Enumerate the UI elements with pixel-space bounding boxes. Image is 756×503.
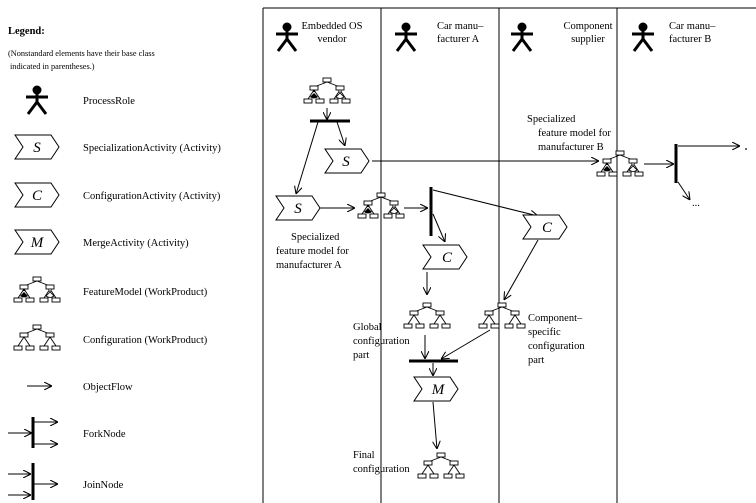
lane-title-line2: vendor [317, 34, 347, 45]
process-role-icon [274, 21, 300, 53]
flow-edges [296, 108, 740, 449]
legend-letter-c: C [32, 188, 43, 204]
join-node-icon [8, 463, 58, 500]
svg-text:Final: Final [353, 450, 375, 461]
svg-text:Specialized: Specialized [291, 232, 340, 243]
lane-title-line1: Car manu– [669, 21, 716, 32]
continuation-dot [745, 148, 747, 150]
activity-letter: S [342, 154, 350, 170]
lane-header-embedded-os-vendor: Embedded OS vendor [274, 21, 363, 53]
fork-node-icon [8, 417, 58, 448]
configuration-activity-manufacturer-a: C [422, 244, 468, 270]
activity-letter: C [542, 220, 553, 236]
lane-title-line1: Component [564, 21, 613, 32]
configuration-component [478, 302, 526, 329]
svg-text:configuration: configuration [353, 464, 410, 475]
svg-text:configuration: configuration [353, 336, 410, 347]
swimlanes [262, 7, 756, 503]
label-specialized-manufacturer-b: Specialized feature model for manufactur… [527, 114, 611, 153]
legend-note-line2: indicated in parentheses.) [10, 62, 95, 71]
process-role-icon [393, 21, 419, 53]
lane-title-line2: supplier [571, 34, 605, 45]
activity-letter: M [431, 382, 446, 398]
process-role-icon [24, 84, 50, 116]
feature-model-icon [14, 277, 60, 302]
lane-title-line1: Car manu– [437, 21, 484, 32]
configuration-activity-icon: C [14, 182, 60, 208]
svg-text:specific: specific [528, 327, 561, 338]
svg-text:Global: Global [353, 322, 382, 333]
specialization-activity-left: S [275, 195, 321, 221]
configuration-activity-supplier: C [522, 214, 568, 240]
legend-letter-s: S [33, 140, 41, 156]
merge-activity-icon: M [14, 229, 60, 255]
label-component-configuration-part: Component– specific configuration part [528, 313, 585, 366]
legend-label-process-role: ProcessRole [83, 96, 135, 107]
legend-note-line1: (Nonstandard elements have their base cl… [8, 49, 155, 58]
legend-label-object-flow: ObjectFlow [83, 382, 133, 393]
lane-header-car-manufacturer-a: Car manu– facturer A [393, 21, 484, 53]
feature-model-original [304, 78, 350, 103]
activity-letter: S [294, 201, 302, 217]
svg-text:manufacturer B: manufacturer B [538, 142, 604, 153]
label-final-configuration: Final configuration [353, 450, 410, 475]
svg-text:Component–: Component– [528, 313, 583, 324]
legend-label-configuration: Configuration (WorkProduct) [83, 335, 208, 346]
specialization-activity-icon: S [14, 134, 60, 160]
legend-label-specialization: SpecializationActivity (Activity) [83, 143, 221, 154]
label-global-configuration-part: Global configuration part [353, 322, 410, 361]
legend: Legend: (Nonstandard elements have their… [8, 26, 221, 500]
svg-text:part: part [353, 350, 369, 361]
legend-label-configuration-activity: ConfigurationActivity (Activity) [83, 191, 221, 202]
lane-title-line1: Embedded OS [302, 21, 363, 32]
legend-letter-m: M [30, 235, 45, 251]
configuration-final [417, 452, 465, 479]
process-role-icon [630, 21, 656, 53]
lane-title-line2: facturer A [437, 34, 480, 45]
lane-header-car-manufacturer-b: Car manu– facturer B [630, 21, 716, 53]
legend-label-fork-node: ForkNode [83, 429, 126, 440]
lane-header-component-supplier: Component supplier [509, 21, 613, 53]
merge-activity: M [413, 376, 459, 402]
configuration-global [403, 302, 451, 329]
legend-label-join-node: JoinNode [83, 480, 124, 491]
svg-text:feature model for: feature model for [276, 246, 349, 257]
svg-text:part: part [528, 355, 544, 366]
process-role-icon [509, 21, 535, 53]
svg-text:configuration: configuration [528, 341, 585, 352]
legend-title: Legend: [8, 26, 45, 37]
legend-label-feature-model: FeatureModel (WorkProduct) [83, 287, 208, 298]
label-specialized-manufacturer-a: Specialized feature model for manufactur… [276, 232, 349, 271]
configuration-icon [13, 324, 61, 351]
svg-text:feature model for: feature model for [538, 128, 611, 139]
activity-letter: C [442, 250, 453, 266]
feature-model-manufacturer-b [597, 151, 643, 176]
legend-label-merge: MergeActivity (Activity) [83, 238, 189, 249]
lane-title-line2: facturer B [669, 34, 711, 45]
svg-text:Specialized: Specialized [527, 114, 576, 125]
svg-text:manufacturer A: manufacturer A [276, 260, 342, 271]
specialization-activity-top: S [324, 148, 370, 174]
ellipsis-continuation: ... [692, 198, 700, 209]
